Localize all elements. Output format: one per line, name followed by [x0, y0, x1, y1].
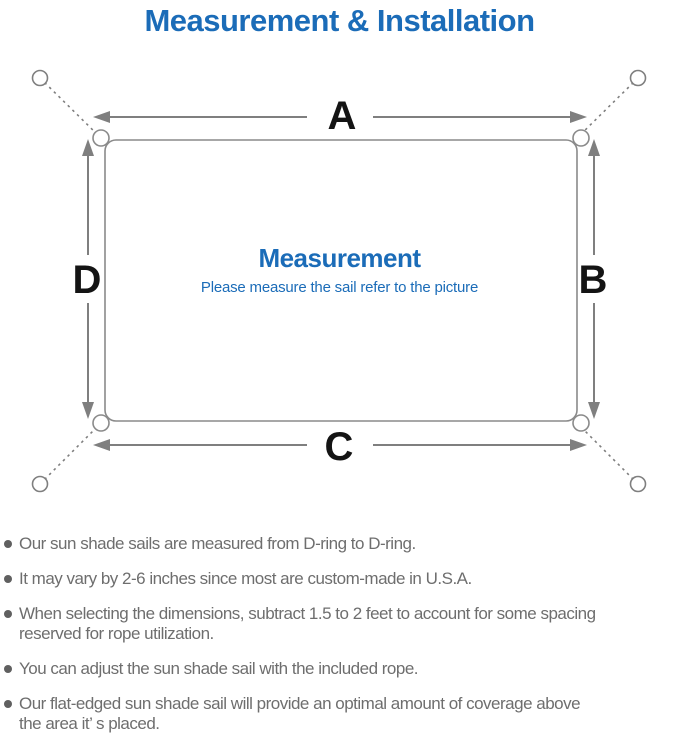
- dimension-label-b: B: [578, 258, 608, 302]
- measurement-note: Measurement Please measure the sail refe…: [0, 243, 679, 297]
- anchor-point-top-right: [629, 69, 647, 87]
- note-text: It may vary by 2-6 inches since most are…: [19, 569, 472, 588]
- bullet-icon: [4, 610, 12, 618]
- list-item: You can adjust the sun shade sail with t…: [4, 659, 676, 679]
- dimension-arrow-a: [93, 111, 587, 123]
- anchor-point-bottom-left: [31, 475, 49, 493]
- dimension-arrow-c: [93, 439, 587, 451]
- note-text: You can adjust the sun shade sail with t…: [19, 659, 419, 678]
- note-text: Our flat-edged sun shade sail will provi…: [19, 694, 581, 713]
- sail-measurement-diagram: [31, 69, 647, 493]
- anchor-point-bottom-right: [629, 475, 647, 493]
- d-ring-bottom-right: [572, 414, 590, 432]
- rope-dashed-line-top-left: [39, 77, 103, 140]
- rope-dashed-line-bottom-left: [39, 421, 103, 485]
- dimension-label-a: A: [327, 94, 357, 138]
- note-text: Our sun shade sails are measured from D-…: [19, 534, 416, 553]
- note-text: the area it’ s placed.: [19, 714, 160, 733]
- rope-dashed-line-bottom-right: [575, 421, 639, 485]
- list-item: When selecting the dimensions, subtract …: [4, 604, 676, 644]
- d-ring-top-left: [92, 129, 110, 147]
- list-item: Our sun shade sails are measured from D-…: [4, 534, 676, 554]
- dimension-label-d: D: [72, 258, 102, 302]
- anchor-point-top-left: [31, 69, 49, 87]
- measurement-heading: Measurement: [258, 243, 421, 273]
- bullet-icon: [4, 575, 12, 583]
- list-item: It may vary by 2-6 inches since most are…: [4, 569, 676, 589]
- sail-outline: [104, 139, 578, 422]
- d-ring-top-right: [572, 129, 590, 147]
- note-text: reserved for rope utilization.: [19, 624, 214, 643]
- d-ring-bottom-left: [92, 414, 110, 432]
- instruction-notes-list: Our sun shade sails are measured from D-…: [4, 534, 676, 739]
- bullet-icon: [4, 700, 12, 708]
- rope-dashed-line-top-right: [575, 77, 639, 140]
- list-item: Our flat-edged sun shade sail will provi…: [4, 694, 676, 734]
- dimension-arrow-d: [82, 139, 94, 419]
- dimension-arrow-b: [588, 139, 600, 419]
- dimension-label-c: C: [324, 425, 354, 469]
- bullet-icon: [4, 540, 12, 548]
- note-text: When selecting the dimensions, subtract …: [19, 604, 596, 623]
- measurement-subtext: Please measure the sail refer to the pic…: [200, 279, 479, 296]
- page-title: Measurement & Installation: [144, 3, 535, 38]
- bullet-icon: [4, 665, 12, 673]
